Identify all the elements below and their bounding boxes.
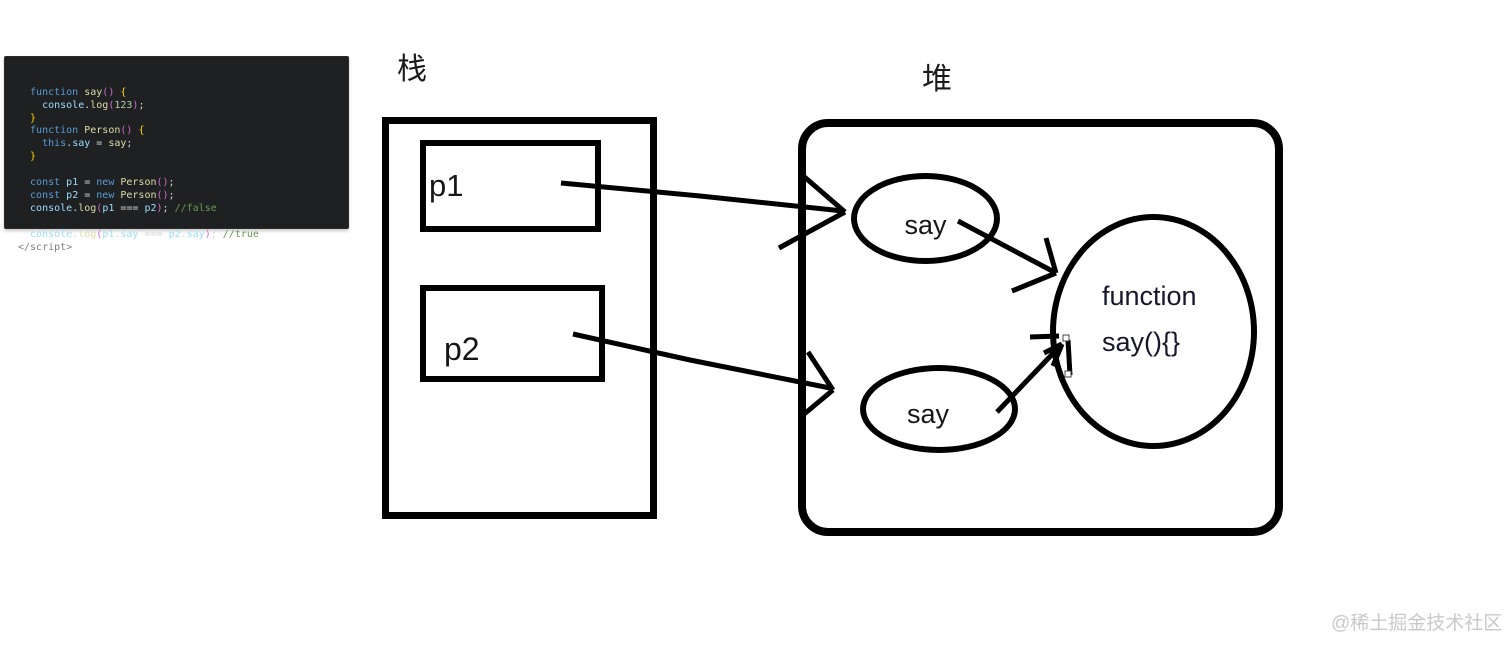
p2-label: p2 [444,331,480,367]
code-line: const p1 = new Person(); [18,177,175,189]
say-node-bottom: say [860,365,1018,453]
code-line: console.log(p1.say === p2.say); //true [18,228,259,240]
p1-label: p1 [429,168,464,203]
code-line: const p2 = new Person(); [18,189,175,201]
function-node-line2: say(){} [1102,327,1181,357]
stack-container: p1 p2 [382,117,657,519]
stack-label: 栈 [397,53,427,86]
code-line [18,216,349,229]
code-line [18,164,349,177]
code-line: function say() { [18,86,127,98]
code-line: } [18,112,37,124]
heap-container [798,119,1283,536]
code-line: function Person() { [18,125,145,137]
heap-label: 堆 [922,63,952,96]
code-line: } [18,151,37,163]
watermark: @稀土掘金技术社区 [1331,613,1503,634]
say-node-top: say [851,173,1000,264]
code-line: console.log(123); [18,99,145,111]
function-node: function say(){} [1050,214,1257,449]
code-lines: function say() { console.log(123); } fun… [18,87,349,255]
code-line: </script> [18,241,73,253]
code-line: console.log(p1 === p2); //false [18,202,217,214]
say-node-top-label: say [904,210,947,240]
code-line: this.say = say; [18,138,133,150]
code-panel: function say() { console.log(123); } fun… [4,56,349,253]
say-node-bottom-label: say [906,398,950,429]
p2-box: p2 [420,285,605,382]
p1-box: p1 [420,140,601,232]
function-node-line1: function [1102,281,1197,311]
